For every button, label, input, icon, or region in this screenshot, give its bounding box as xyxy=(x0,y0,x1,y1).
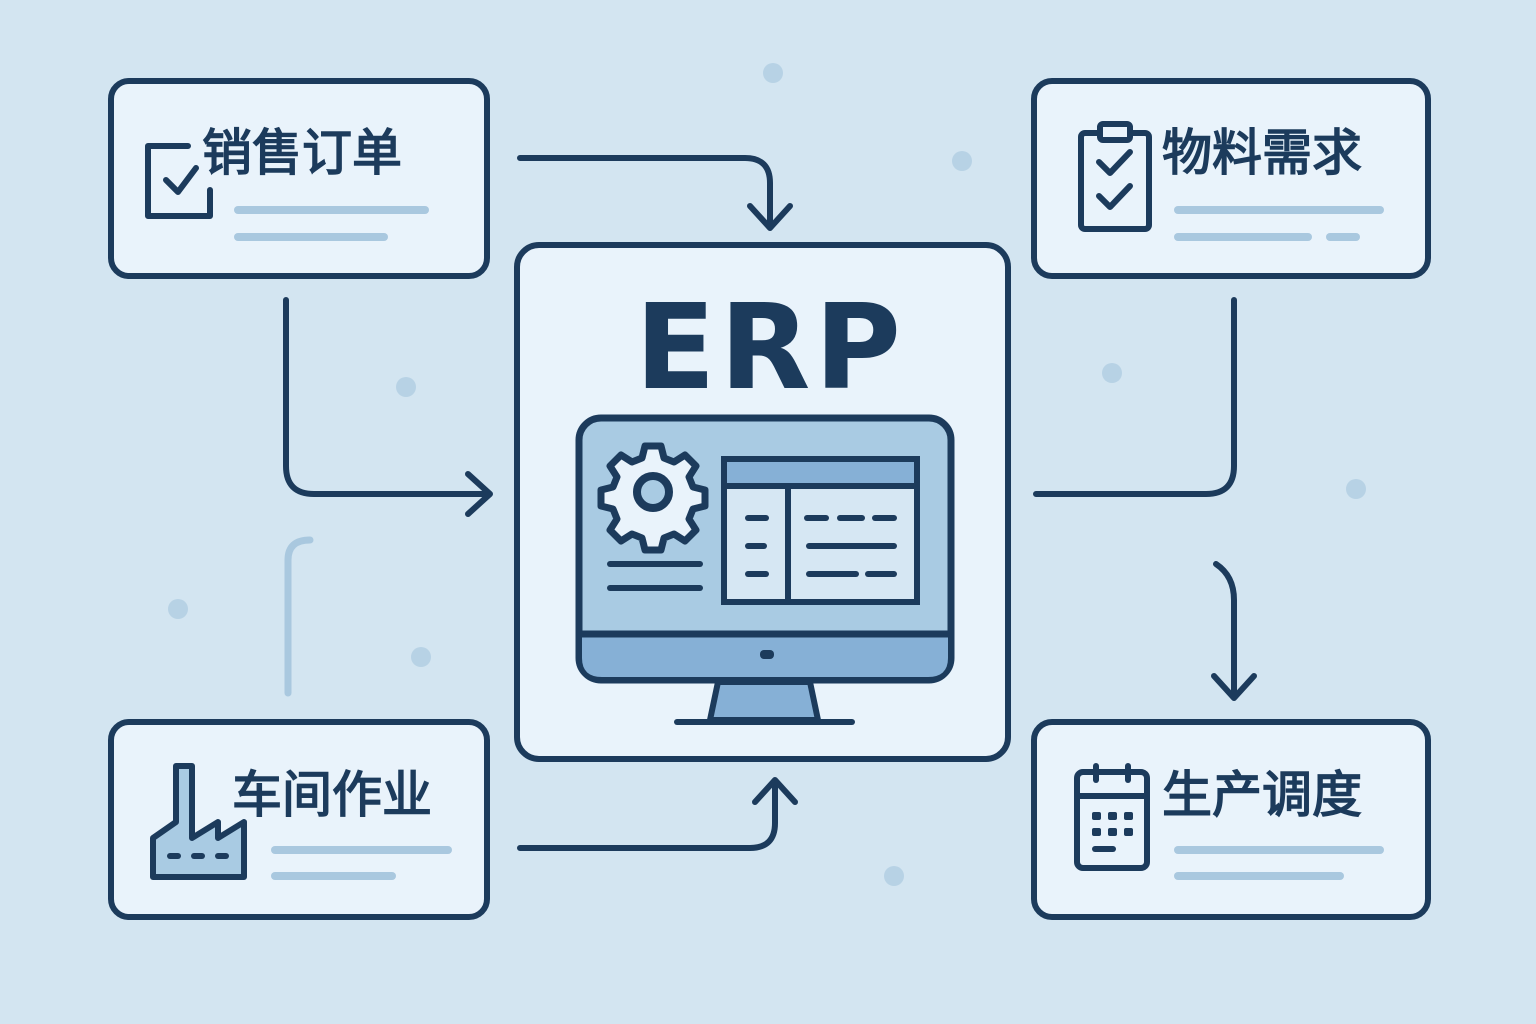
node-material-requirements: 物料需求 xyxy=(1031,78,1431,279)
node-label: 车间作业 xyxy=(232,766,432,824)
monitor-icon xyxy=(575,414,955,725)
node-label: 生产调度 xyxy=(1162,766,1362,824)
arrow-sales-to-erp-left xyxy=(283,297,493,517)
arrow-shopfloor-to-erp xyxy=(517,777,798,851)
erp-center-box: ERP xyxy=(514,242,1011,762)
node-sales-order: 销售订单 xyxy=(108,78,490,279)
node-production-scheduling: 生产调度 xyxy=(1031,719,1431,920)
connector-material-to-erp xyxy=(1033,297,1237,497)
arrow-sales-to-erp-top xyxy=(517,155,793,231)
calendar-icon xyxy=(1074,763,1150,871)
checkbox-icon xyxy=(145,143,213,219)
gear-icon xyxy=(597,442,709,554)
node-label: 物料需求 xyxy=(1162,124,1362,182)
node-label: 销售订单 xyxy=(202,124,402,182)
node-shop-floor: 车间作业 xyxy=(108,719,490,920)
window-icon xyxy=(721,456,920,605)
clipboard-checklist-icon xyxy=(1078,121,1152,232)
decorative-dots xyxy=(168,63,1366,886)
faint-connector xyxy=(284,536,314,697)
arrow-erp-to-scheduling xyxy=(1211,561,1257,701)
erp-title: ERP xyxy=(635,278,905,416)
factory-icon xyxy=(150,763,247,880)
